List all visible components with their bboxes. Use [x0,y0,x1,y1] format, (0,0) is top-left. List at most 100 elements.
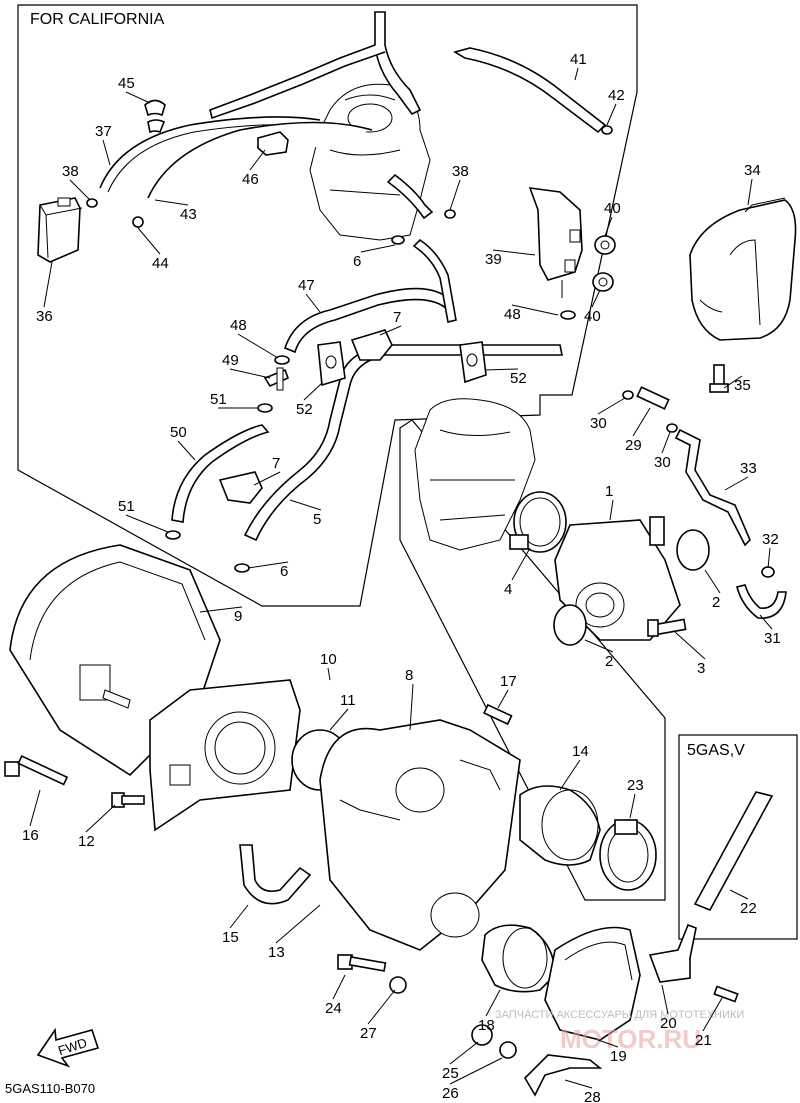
part-15-hose [239,844,312,905]
part-51-clip [257,403,273,413]
leader-line-16 [29,789,41,827]
leader-line-40 [604,216,613,237]
callout-12: 12 [78,833,95,850]
callout-21: 21 [695,1032,712,1049]
leader-line-2 [704,569,721,594]
part-44-clip [132,216,144,228]
callout-41: 41 [570,51,587,68]
leader-line-25 [449,1041,479,1065]
leader-line-28 [564,1079,593,1089]
leader-line-7 [379,325,402,336]
part-43-hose [147,121,373,199]
part-52-grommet-right [459,341,487,384]
callout-11: 11 [340,692,356,709]
callout-7: 7 [272,455,280,472]
callout-28: 28 [584,1089,601,1103]
callout-50: 50 [170,424,187,441]
callout-4: 4 [504,581,512,598]
part-17-bolt [483,703,513,726]
part-30-clip-upper [622,390,634,400]
callout-13: 13 [268,944,285,961]
callout-43: 43 [180,206,197,223]
part-39-bracket [528,187,583,298]
leader-line-9 [199,606,243,613]
callout-45: 45 [118,75,135,92]
callout-18: 18 [478,1017,495,1034]
part-8-air-box [319,719,521,951]
part-7-bracket-lower [218,471,263,504]
callout-52: 52 [296,401,313,418]
callout-31: 31 [764,630,781,647]
leader-line-38 [69,179,91,201]
callout-5: 5 [313,511,321,528]
callout-38: 38 [452,163,469,180]
leader-line-38 [449,179,461,211]
part-7-bracket-upper [350,329,393,361]
part-51-clip-lower [165,530,181,540]
callout-10: 10 [320,651,337,668]
part-27-washer [389,976,407,994]
leader-line-14 [559,759,581,791]
part-33-pipe [674,428,751,547]
part-26-collar [499,1041,517,1059]
callout-37: 37 [95,123,112,140]
part-28-bracket [523,1054,603,1097]
leader-line-51 [125,514,169,533]
callout-6: 6 [353,253,361,270]
carburetor-sketch-lower [414,398,536,551]
part-20-bracket [648,923,697,983]
leader-line-29 [632,407,651,437]
leader-line-6 [360,244,396,253]
leader-line-6 [247,561,289,569]
leader-line-23 [629,793,636,819]
part-49-joint [263,367,290,391]
leader-line-52 [303,382,323,401]
leader-line-49 [229,368,271,379]
callout-3: 3 [697,660,705,677]
leader-line-50 [177,440,196,461]
variant-box [678,734,798,940]
callout-40: 40 [604,200,621,217]
leader-line-21 [702,997,723,1032]
california-section-frame [17,4,638,607]
leader-line-46 [249,149,266,171]
part-6-clip-lower [234,563,250,573]
leader-line-52 [484,368,519,371]
callout-26: 26 [442,1085,459,1102]
callout-49: 49 [222,352,239,369]
leader-line-43 [154,199,189,206]
leader-line-48 [511,304,559,316]
leader-line-26 [449,1057,503,1085]
callout-48: 48 [504,306,521,323]
callout-40: 40 [584,308,601,325]
leader-line-44 [137,227,161,255]
callout-42: 42 [608,87,625,104]
leader-line-48 [237,333,279,359]
leader-line-30 [597,397,626,415]
callout-17: 17 [500,673,517,690]
leader-line-30 [661,431,671,454]
part-31-hose [736,584,787,619]
callout-6: 6 [280,563,288,580]
leader-line-8 [409,683,414,731]
leader-line-33 [724,476,749,491]
leader-line-39 [492,249,536,256]
callout-7: 7 [393,309,401,326]
part-12-bolt [111,792,145,808]
callout-24: 24 [325,1000,342,1017]
part-6-clip-upper [391,235,405,245]
leader-line-12 [85,804,116,833]
leader-line-24 [332,974,346,1000]
callout-15: 15 [222,929,239,946]
leader-line-22 [729,889,749,900]
leader-line-36 [43,261,53,308]
callout-47: 47 [298,277,315,294]
leader-line-47 [305,293,321,313]
callout-23: 23 [627,777,644,794]
part-2-o-ring-right [676,529,710,571]
callout-48: 48 [230,317,247,334]
intake-section-frame [399,419,666,901]
part-2-o-ring-left [553,604,587,646]
callout-39: 39 [485,251,502,268]
